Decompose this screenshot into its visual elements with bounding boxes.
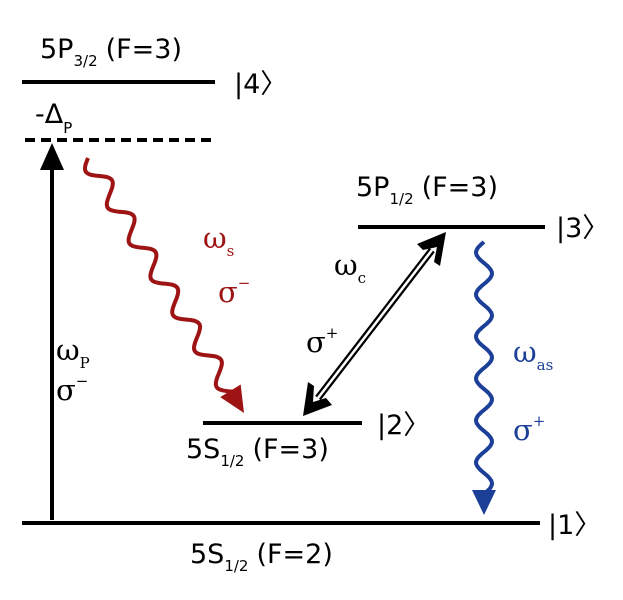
coupling-polarization-label: σ+ [306,324,338,359]
ket-3: |3〉 [556,213,609,244]
pump-omega-label: ωP [56,333,90,372]
level-4-label: 5P3/2(F=3) [40,34,182,70]
ket-4: |4〉 [234,69,287,100]
antistokes-arrowhead [472,490,496,515]
detuning-label: -ΔP [35,99,72,137]
antistokes-wavy-arrow [473,240,495,496]
stokes-polarization-label: σ− [218,274,250,309]
coupling-arrowhead-up [417,232,446,266]
ket-1: |1〉 [548,510,601,541]
coupling-omega-label: ωc [334,248,366,287]
level-2-label: 5S1/2(F=3) [186,434,329,470]
coupling-arrowhead-down [303,382,332,416]
pump-polarization-label: σ− [56,372,88,407]
stokes-omega-label: ωs [203,221,234,260]
level-3-label: 5P1/2(F=3) [356,172,498,208]
antistokes-omega-label: ωas [513,335,553,374]
stokes-wavy-arrow [82,157,240,403]
level-1-label: 5S1/2(F=2) [190,539,333,575]
ket-2: |2〉 [377,410,430,441]
pump-arrowhead [40,143,64,170]
antistokes-polarization-label: σ+ [513,412,545,447]
stokes-arrowhead [220,384,244,413]
coupling-arrow-inner [317,249,433,399]
